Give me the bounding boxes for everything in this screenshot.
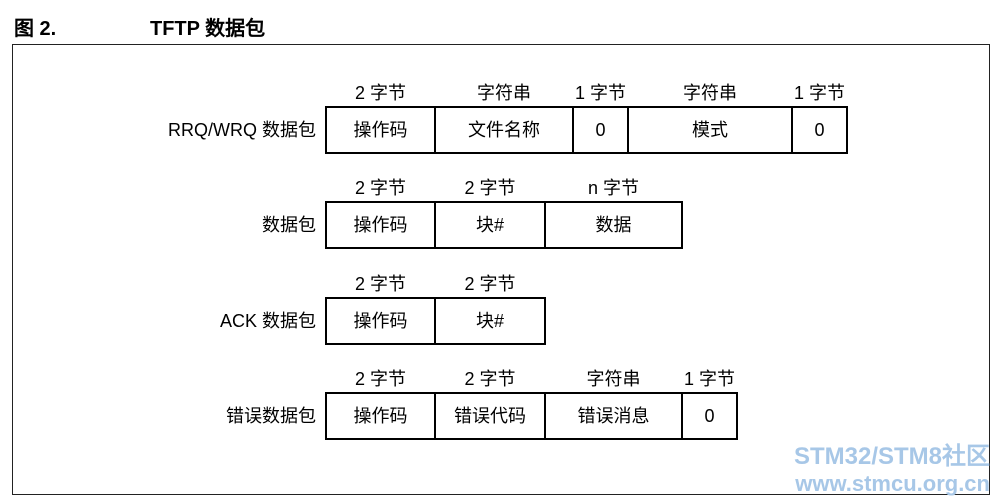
field-size: 1 字节 xyxy=(574,83,626,103)
field-size: 字符串 xyxy=(477,83,531,103)
field-cell: 错误代码 xyxy=(434,392,546,440)
field-sizes: 2 字节 2 字节 n 字节 xyxy=(325,177,683,199)
field-cell: 0 xyxy=(681,392,738,440)
packet-label: RRQ/WRQ 数据包 xyxy=(168,120,316,140)
packet-ack: ACK 数据包 2 字节 2 字节 操作码 块# xyxy=(0,273,1000,353)
field-size: 2 字节 xyxy=(464,178,516,198)
field-size: n 字节 xyxy=(587,178,639,198)
field-size: 2 字节 xyxy=(354,83,406,103)
field-size: 2 字节 xyxy=(464,274,516,294)
field-size: 字符串 xyxy=(683,83,737,103)
field-cell: 操作码 xyxy=(325,392,436,440)
field-size: 2 字节 xyxy=(354,178,406,198)
field-cell: 0 xyxy=(572,106,629,154)
figure-frame xyxy=(12,44,990,495)
field-sizes: 2 字节 字符串 1 字节 字符串 1 字节 xyxy=(325,82,848,104)
field-cell: 操作码 xyxy=(325,297,436,345)
packet-label: 数据包 xyxy=(262,215,316,235)
field-cells: 操作码 文件名称 0 模式 0 xyxy=(325,106,848,154)
field-cells: 操作码 错误代码 错误消息 0 xyxy=(325,392,738,440)
field-cell: 模式 xyxy=(627,106,793,154)
watermark-line1: STM32/STM8社区 xyxy=(793,443,990,470)
packet-error: 错误数据包 2 字节 2 字节 字符串 1 字节 操作码 错误代码 错误消息 0 xyxy=(0,368,1000,448)
figure-number: 图 2. xyxy=(14,18,57,40)
field-size: 1 字节 xyxy=(683,369,735,389)
packet-label: ACK 数据包 xyxy=(219,311,316,331)
field-cell: 数据 xyxy=(544,201,683,249)
packet-data: 数据包 2 字节 2 字节 n 字节 操作码 块# 数据 xyxy=(0,177,1000,257)
figure-title: TFTP 数据包 xyxy=(150,18,266,40)
watermark: STM32/STM8社区 www.stmcu.org.cn xyxy=(794,443,990,497)
field-cell: 0 xyxy=(791,106,848,154)
field-cell: 块# xyxy=(434,297,546,345)
field-cell: 操作码 xyxy=(325,201,436,249)
field-size: 2 字节 xyxy=(354,369,406,389)
field-cells: 操作码 块# 数据 xyxy=(325,201,683,249)
field-cells: 操作码 块# xyxy=(325,297,546,345)
field-size: 2 字节 xyxy=(464,369,516,389)
field-size: 1 字节 xyxy=(793,83,845,103)
field-sizes: 2 字节 2 字节 字符串 1 字节 xyxy=(325,368,738,390)
field-sizes: 2 字节 2 字节 xyxy=(325,273,546,295)
packet-label: 错误数据包 xyxy=(226,406,316,426)
field-cell: 块# xyxy=(434,201,546,249)
field-size: 字符串 xyxy=(586,369,641,389)
field-cell: 文件名称 xyxy=(434,106,574,154)
field-cell: 操作码 xyxy=(325,106,436,154)
packet-rrq-wrq: RRQ/WRQ 数据包 2 字节 字符串 1 字节 字符串 1 字节 操作码 文… xyxy=(0,82,1000,162)
watermark-line2: www.stmcu.org.cn xyxy=(795,471,990,496)
field-cell: 错误消息 xyxy=(544,392,683,440)
field-size: 2 字节 xyxy=(354,274,406,294)
